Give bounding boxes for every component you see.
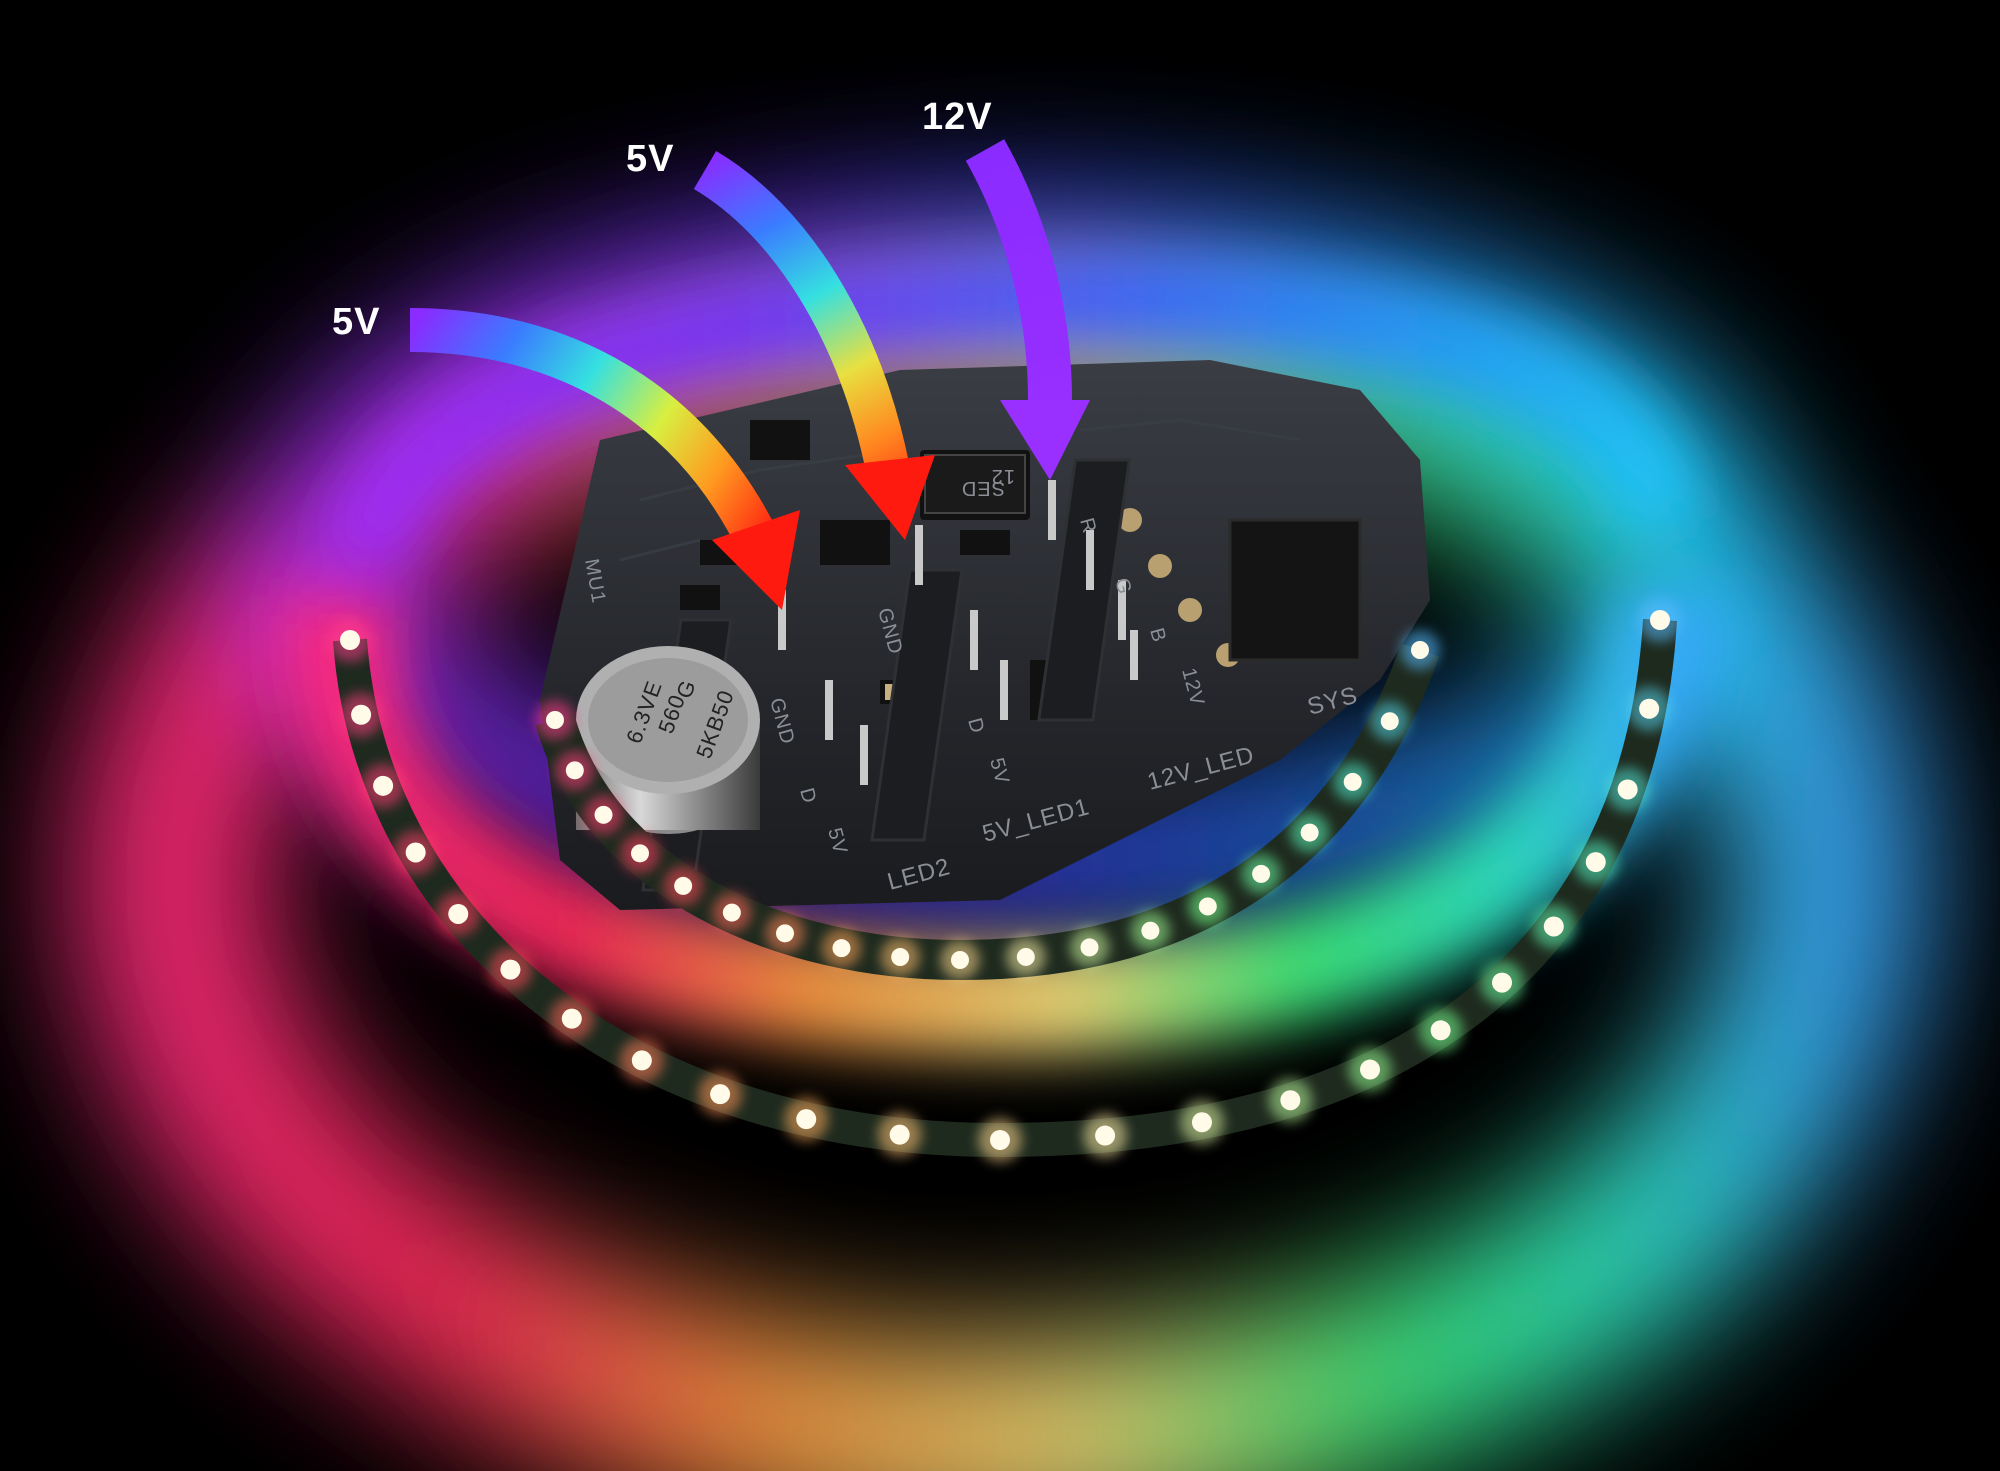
led-dot [1585, 852, 1606, 873]
led-dot [340, 630, 360, 650]
led-dot [561, 1008, 582, 1029]
led-dot [448, 903, 469, 924]
led-dot [1198, 897, 1217, 916]
arrow-5v-left [409, 308, 800, 610]
led-dot [405, 842, 426, 863]
circuit-board: SED 12 [540, 360, 1430, 910]
silk-b-pin: B [1145, 626, 1170, 646]
led-dot [1411, 641, 1429, 659]
led-dot [1360, 1059, 1381, 1080]
led-dot [776, 924, 794, 943]
led-dot [1095, 1125, 1116, 1146]
led-dots [328, 598, 1682, 1162]
led-dot [722, 903, 741, 922]
led-dot [1300, 823, 1319, 842]
led-dot [891, 948, 910, 967]
led-dot [1343, 772, 1362, 791]
capacitor: G 560 6.3VE 5KB50 [576, 646, 760, 834]
led-dot [546, 711, 564, 729]
led-dot [631, 1050, 652, 1071]
led-dot [674, 876, 693, 895]
header-12v-led[interactable] [1037, 458, 1138, 722]
led-dot [1543, 916, 1564, 937]
led-dot [500, 959, 521, 980]
chip-code: SED [961, 477, 1005, 499]
led-dot [990, 1130, 1010, 1150]
led-dot [832, 939, 851, 958]
led-dot [1141, 921, 1160, 940]
callout-5v-left: 5V [332, 301, 381, 343]
led-dot [565, 761, 584, 780]
led-dot [796, 1109, 817, 1130]
callout-5v-middle: 5V [626, 138, 675, 180]
led-dot [951, 951, 969, 969]
silk-d-mid: D [963, 716, 988, 737]
silk-g-pin: G [1110, 576, 1136, 598]
header-5v-led1[interactable] [870, 525, 1008, 842]
led-dot [594, 805, 613, 824]
silk-d-left: D [795, 786, 820, 807]
led-dot [1080, 938, 1099, 957]
led-dot [1280, 1090, 1301, 1111]
led-dot [889, 1124, 910, 1145]
led-dot [1617, 779, 1638, 800]
led-dot [1650, 610, 1670, 630]
arrow-12v [965, 139, 1090, 480]
led-dot [1491, 972, 1512, 993]
led-dot [373, 775, 394, 796]
led-dot [710, 1084, 731, 1105]
led-dot [1380, 712, 1399, 731]
led-dot [1016, 947, 1035, 966]
led-dot [631, 844, 649, 863]
led-dot [1191, 1112, 1212, 1133]
silk-r-pin: R [1075, 516, 1100, 537]
led-dot [1252, 864, 1271, 883]
led-dot [1430, 1020, 1451, 1041]
callout-12v: 12V [922, 96, 993, 138]
arrow-5v-middle [693, 151, 935, 540]
led-dot [1639, 698, 1660, 719]
led-dot [351, 704, 372, 725]
chip-number: 12 [991, 465, 1015, 487]
